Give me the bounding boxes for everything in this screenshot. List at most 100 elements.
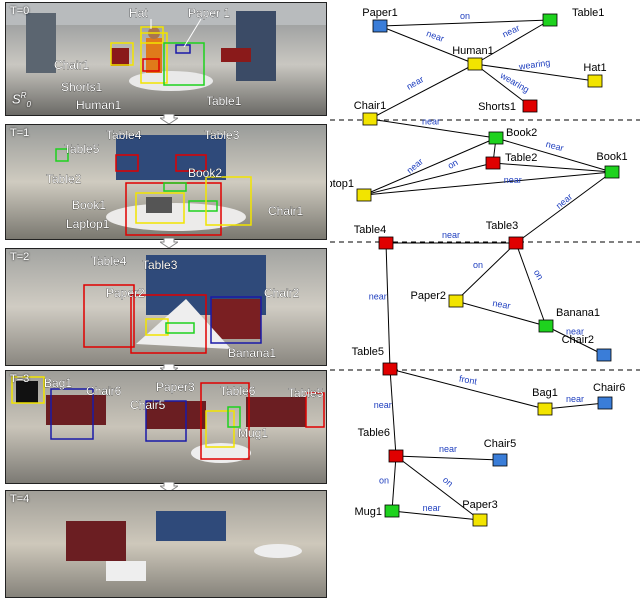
graph-node-label: Table5 [352,346,384,358]
graph-edge-label: near [442,230,460,240]
graph-edge-label: near [545,139,565,153]
box-shorts1 [142,58,160,72]
ann-t1-5: Book1 [72,198,106,212]
arrow-down-icon [160,238,178,248]
ann-t1-4: Book2 [188,166,222,180]
graph-edge-label: near [504,175,522,185]
box-laptop1 [135,192,185,224]
graph-edge-laptop1-book1 [363,171,613,196]
graph-node-book1 [604,165,620,179]
time-label: T=1 [10,127,30,139]
ann-t2-4: Banana1 [228,346,276,360]
graph-edge-book1-table3 [515,171,613,244]
graph-node-chair2 [596,348,612,362]
ann-t2-2: Paper2 [106,286,145,300]
graph-edge-label: near [423,503,441,513]
graph-node-table4 [378,236,394,250]
graph-node-chair6 [597,396,613,410]
graph-node-hat1 [587,74,603,88]
ann-t0-1: Paper 1 [188,6,230,20]
graph-node-human1 [467,57,483,71]
graph-edge-table6-chair5 [395,455,501,461]
s-label: SR0 [12,91,31,109]
graph-edge-human1-shorts1 [474,63,531,107]
graph-node-label: Banana1 [556,307,600,319]
box-table6 [200,382,250,460]
box-bag1 [11,376,45,404]
ann-t3-5: Chair5 [130,398,166,412]
graph-edge-table5-table6 [389,368,397,457]
graph-node-label: Book2 [506,127,537,139]
graph-node-label: Chair6 [593,382,625,394]
graph-node-book2 [488,131,504,145]
frame-t0-scene: Hat Paper 1 Chair1 Shorts1 Human1 Table1 [6,3,326,115]
ann-t1-1: Table3 [204,128,240,142]
frame-t4: T=4 [5,490,327,598]
graph-edge-human1-hat1 [474,63,596,82]
graph-node-bag1 [537,402,553,416]
graph-edge-banana1-chair2 [545,325,605,356]
box-human1 [140,32,168,84]
graph-edge-label: near [405,74,426,92]
graph-edge-label: front [458,374,478,387]
frame-t1-boxes [55,148,252,236]
graph-node-label: Book1 [596,151,627,163]
graph-node-label: Paper1 [362,7,397,19]
graph-node-chair5 [492,453,508,467]
graph-node-table5 [382,362,398,376]
graph-node-table6 [388,449,404,463]
box-table1 [163,42,205,86]
frame-t3-boxes [11,376,325,460]
graph-edge-bag1-chair6 [544,402,606,410]
box-book2 [163,182,187,192]
graph-edge-label: on [446,157,460,171]
arrow-down-icon [160,482,178,492]
box-table5 [305,392,325,428]
graph-edge-table4-table5 [385,242,391,370]
box-chair1 [110,42,134,66]
graph-node-label: Chair5 [484,438,516,450]
box-paper1 [175,44,191,54]
ann-t0-4: Human1 [76,98,122,112]
graph-edge-label: near [374,400,392,410]
graph-edge-table5-bag1 [389,368,546,410]
graph-edge-human1-table1 [474,19,551,65]
ann-t3-1: Chair6 [86,384,122,398]
frame-t2-boxes [83,284,262,354]
graph-edge-label: near [566,327,584,337]
graph-edge-label: on [460,11,470,21]
ann-t3-6: Mug1 [238,426,268,440]
frame-t1: Table4 Table3 Table5 Table2 Book2 Book1 … [5,124,327,240]
graph-node-label: Bag1 [532,387,558,399]
arrow-down-icon [160,114,178,124]
graph-edge-paper1-table1 [379,19,551,27]
frame-t4-scene [6,491,326,597]
ann-t0-3: Shorts1 [61,80,103,94]
graph-edge-laptop1-table2 [363,162,494,196]
ann-t1-2: Table5 [64,142,100,156]
ann-t3-3: Table6 [220,384,256,398]
graph-edge-paper2-banana1 [455,300,547,327]
graph-edge-table6-paper3 [395,455,481,521]
ann-t0-2: Chair1 [54,58,90,72]
ann-t2-0: Table4 [91,254,127,268]
ann-t3-0: Bag1 [44,376,72,390]
box-paper3 [205,410,235,448]
ann-t0-0: Hat [129,6,148,20]
graph-node-mug1 [384,504,400,518]
graph-node-label: Paper3 [462,499,497,511]
ann-t3-4: Table5 [288,386,324,400]
graph-node-laptop1 [356,188,372,202]
frame-t0: Hat Paper 1 Chair1 Shorts1 Human1 Table1… [5,2,327,116]
graph-node-paper3 [472,513,488,527]
box-table3 [130,294,207,354]
ann-t2-3: Chair2 [264,286,300,300]
ann-t1-7: Chair1 [268,204,304,218]
graph-edge-label: wearing [517,57,551,71]
graph-edge-laptop1-book2 [363,137,497,196]
graph-node-label: Chair1 [354,100,386,112]
graph-node-label: Chair2 [562,334,594,346]
graph-node-label: Table1 [572,7,604,19]
graph-edge-label: on [473,260,483,270]
